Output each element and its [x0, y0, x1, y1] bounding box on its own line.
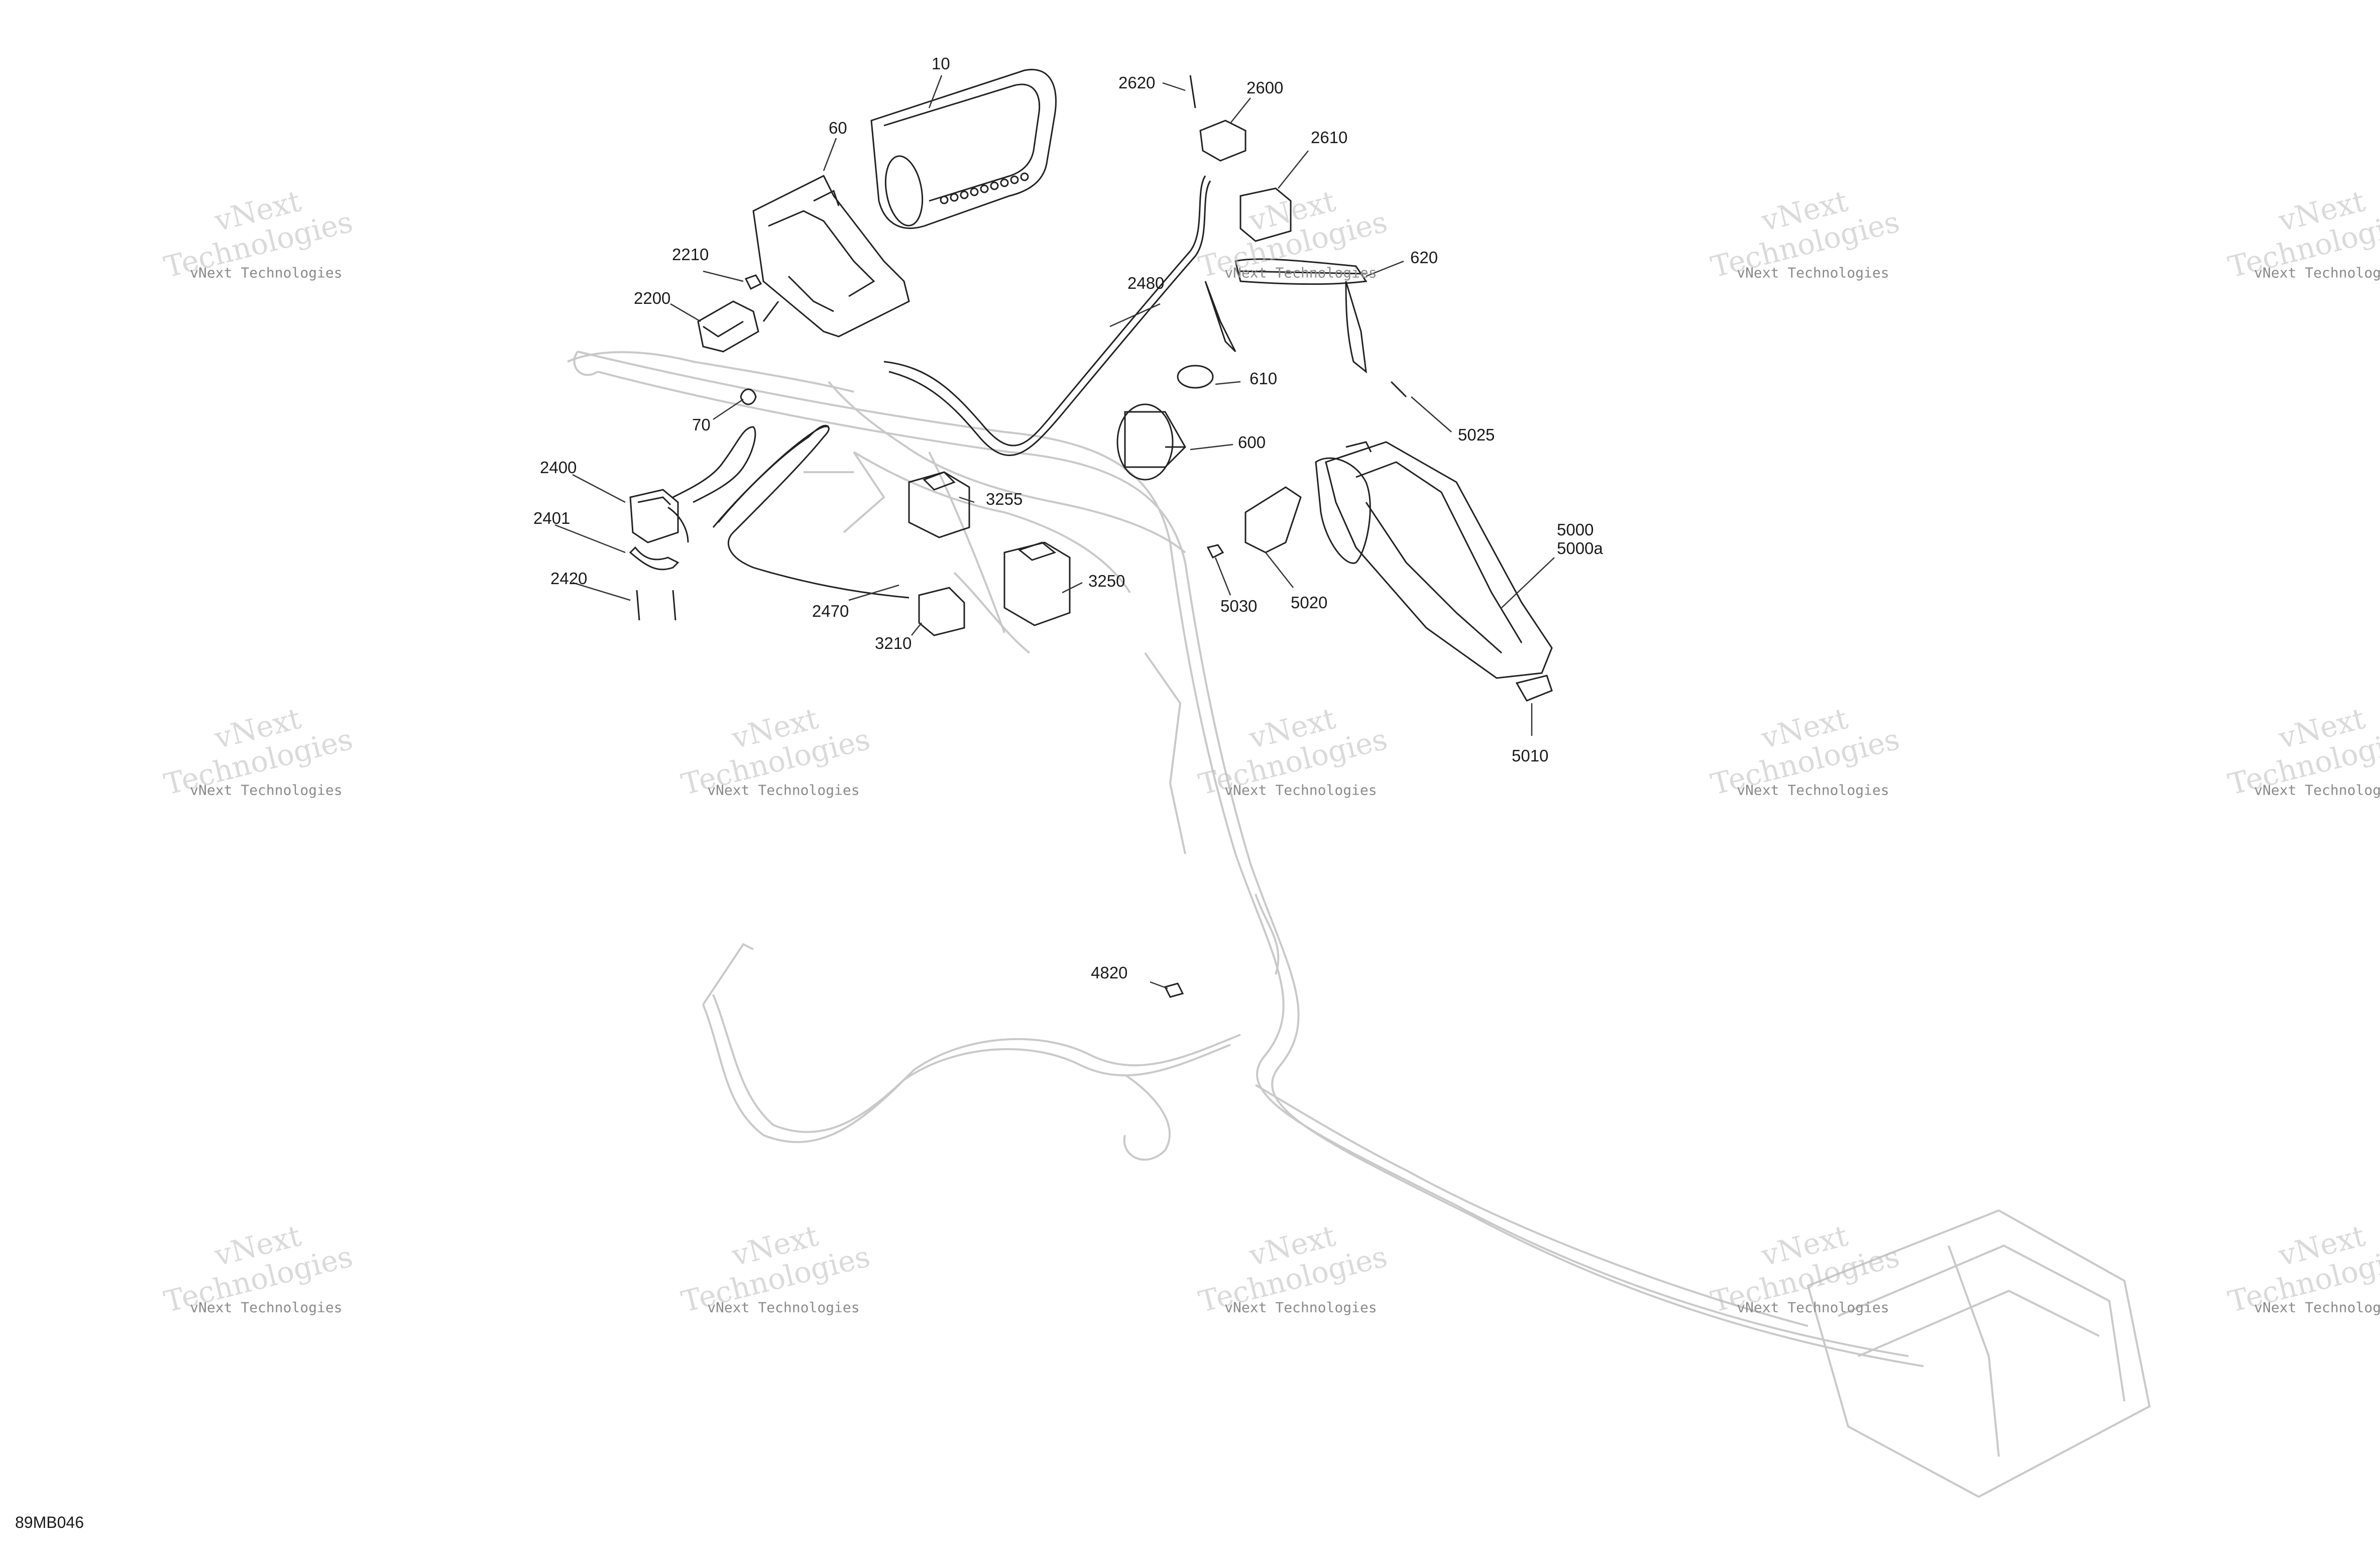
grommet-610-drawing [1177, 365, 1214, 389]
diagram-reference-code: 89MB046 [15, 1513, 84, 1531]
callout-3210[interactable]: 3210 [875, 634, 912, 652]
display-cluster-drawing [870, 69, 1057, 229]
callout-2401[interactable]: 2401 [533, 509, 571, 527]
bracket-5020-drawing [1244, 486, 1302, 554]
callout-5030[interactable]: 5030 [1220, 597, 1258, 615]
callout-5025[interactable]: 5025 [1458, 425, 1495, 444]
tether-620-drawing [1204, 258, 1368, 374]
callout-2610[interactable]: 2610 [1311, 128, 1348, 147]
switch-2400-drawing [629, 425, 910, 599]
callout-2620[interactable]: 2620 [1118, 73, 1156, 92]
screw-5025-drawing [1390, 381, 1407, 398]
clamp-2401-drawing [629, 546, 679, 571]
key-switch-600-drawing [1116, 403, 1186, 481]
connector-3210-drawing [918, 587, 965, 636]
screws-2420-drawing [636, 590, 676, 621]
callout-2470[interactable]: 2470 [812, 602, 849, 620]
callout-10[interactable]: 10 [932, 54, 950, 73]
callout-3255[interactable]: 3255 [986, 490, 1023, 508]
callout-5010[interactable]: 5010 [1512, 746, 1549, 765]
connector-2200-drawing [697, 300, 759, 353]
switch-3255-drawing [908, 471, 970, 538]
callout-600[interactable]: 600 [1238, 433, 1266, 452]
cable-2480-inner [888, 180, 1211, 457]
callout-2420[interactable]: 2420 [550, 569, 588, 588]
callout-3250[interactable]: 3250 [1088, 572, 1125, 590]
callout-610[interactable]: 610 [1250, 369, 1278, 388]
switch-2600-drawing [1199, 120, 1246, 162]
callout-2480[interactable]: 2480 [1127, 274, 1165, 292]
leader-lines [554, 75, 1555, 989]
callout-2600[interactable]: 2600 [1246, 78, 1284, 97]
switch-3250-drawing [1003, 541, 1071, 626]
callout-2400[interactable]: 2400 [540, 458, 577, 477]
ghost-harness [567, 351, 2151, 1498]
module-2610-drawing [1239, 187, 1292, 242]
cable-2480-drawing [883, 175, 1206, 447]
display-bracket-drawing [752, 174, 910, 338]
nut-4820-drawing [1164, 982, 1184, 998]
callout-4820[interactable]: 4820 [1091, 963, 1128, 982]
callout-60[interactable]: 60 [829, 119, 847, 137]
callout-5000[interactable]: 5000 [1557, 520, 1594, 539]
part-outlines [629, 69, 1553, 998]
clip-5010-drawing [1515, 675, 1553, 702]
callout-5020[interactable]: 5020 [1291, 593, 1328, 612]
callout-70[interactable]: 70 [692, 415, 711, 434]
ecm-5000-drawing [1315, 441, 1553, 679]
screw-2620-drawing [1189, 75, 1196, 108]
nut-5030-drawing [1206, 544, 1224, 559]
callout-620[interactable]: 620 [1410, 248, 1438, 267]
clip-70-drawing [740, 388, 757, 405]
callout-5000a[interactable]: 5000a [1557, 539, 1603, 558]
nut-2210-drawing [744, 274, 762, 290]
callout-2210[interactable]: 2210 [672, 245, 709, 264]
callout-2200[interactable]: 2200 [634, 289, 671, 307]
